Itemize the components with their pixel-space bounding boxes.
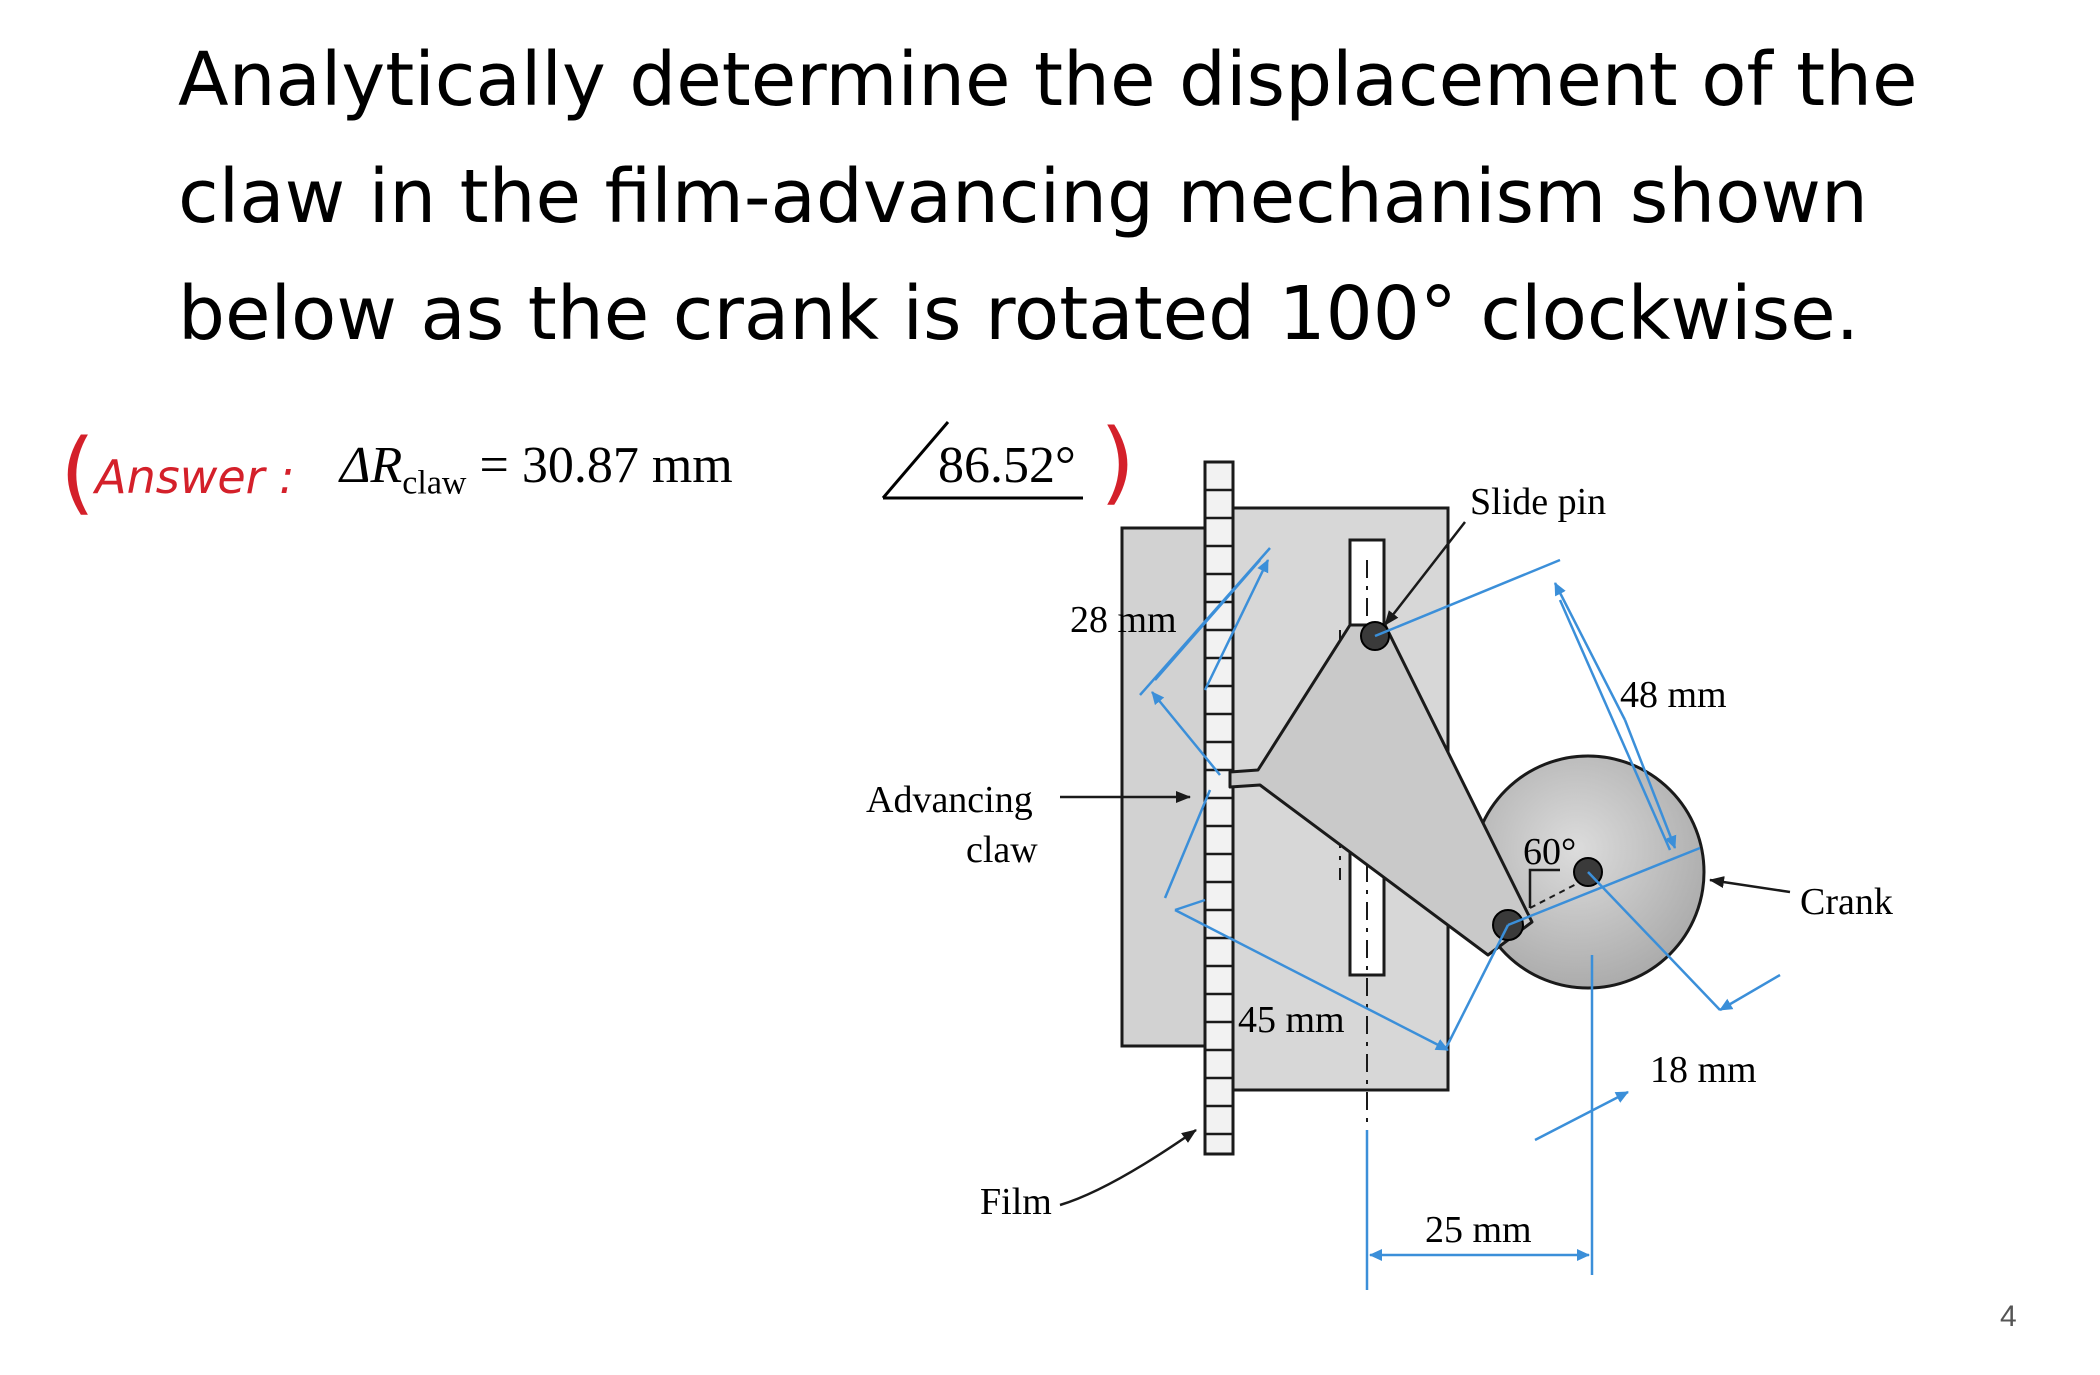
handwritten-answer-label: (Answer : bbox=[60, 420, 295, 525]
dimension-48mm: 48 mm bbox=[1620, 674, 1727, 716]
problem-statement: Analytically determine the displacement … bbox=[178, 22, 2078, 373]
angle-symbol-icon bbox=[881, 421, 1083, 500]
equals-sign: = bbox=[479, 437, 509, 494]
slide-pin-label: Slide pin bbox=[1470, 481, 1607, 523]
claw-label: claw bbox=[966, 829, 1038, 871]
handwritten-close-paren: ) bbox=[1100, 410, 1136, 515]
problem-line-2: claw in the film-advancing mechanism sho… bbox=[178, 154, 1868, 240]
answer-angle: 86.52° bbox=[938, 437, 1076, 494]
answer-annotation: (Answer : ΔRclaw = 30.87 mm 86.52° ) bbox=[60, 410, 1135, 525]
page-number: 4 bbox=[2000, 1300, 2017, 1333]
film-label: Film bbox=[980, 1181, 1052, 1223]
answer-prefix: Answer : bbox=[95, 450, 295, 504]
dimension-lines bbox=[1139, 547, 1781, 1290]
claw-subscript: claw bbox=[402, 464, 467, 502]
leader-lines bbox=[1059, 521, 1791, 1207]
angle-60-marker bbox=[1528, 868, 1560, 908]
answer-equation: ΔRclaw = 30.87 mm bbox=[340, 436, 733, 502]
crank-label: Crank bbox=[1800, 881, 1893, 923]
answer-magnitude: 30.87 mm bbox=[521, 437, 733, 494]
film-strip bbox=[1203, 460, 1235, 1156]
advancing-label: Advancing bbox=[866, 779, 1033, 821]
dimension-25mm: 25 mm bbox=[1425, 1209, 1532, 1251]
problem-line-3: below as the crank is rotated 100° clock… bbox=[178, 271, 1860, 357]
dimension-28mm: 28 mm bbox=[1070, 599, 1177, 641]
dimension-45mm: 45 mm bbox=[1238, 999, 1345, 1041]
left-guide-plate bbox=[1120, 526, 1216, 1048]
angle-60-label: 60° bbox=[1523, 831, 1577, 873]
problem-line-1: Analytically determine the displacement … bbox=[178, 37, 1918, 123]
delta-r: ΔR bbox=[340, 437, 403, 494]
dimension-18mm: 18 mm bbox=[1650, 1049, 1757, 1091]
coupler-link bbox=[1228, 623, 1534, 957]
